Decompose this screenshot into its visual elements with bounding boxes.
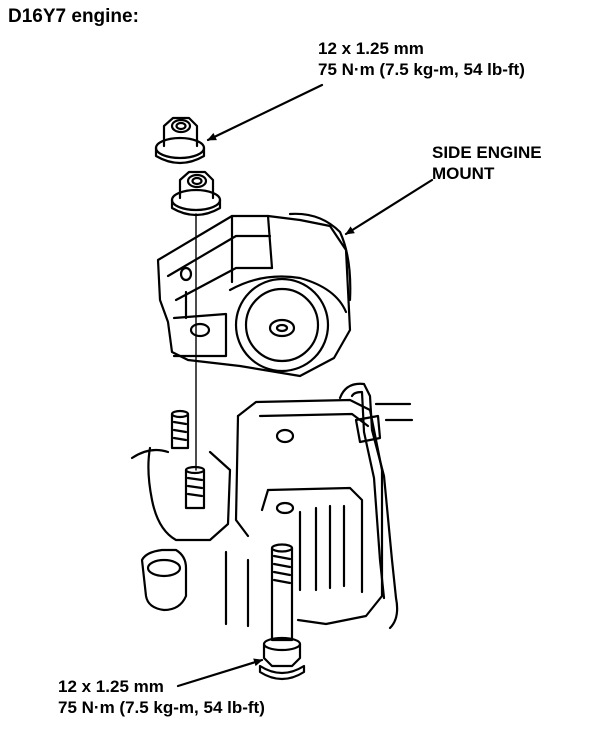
top-flange-nut <box>154 116 206 165</box>
side-engine-mount <box>156 212 352 378</box>
engine-side-studs <box>170 409 206 510</box>
hose-pipe <box>338 382 414 630</box>
frame-bracket <box>224 398 384 628</box>
bottom-bolt-leader-arrow <box>176 658 264 688</box>
top-nut-torque-callout: 12 x 1.25 mm 75 N·m (7.5 kg-m, 54 lb-ft) <box>318 38 525 80</box>
top-nut-leader-arrow <box>206 83 324 142</box>
bottom-bolt <box>258 543 306 681</box>
second-flange-nut <box>170 170 222 217</box>
bottom-bolt-torque-callout: 12 x 1.25 mm 75 N·m (7.5 kg-m, 54 lb-ft) <box>58 676 265 718</box>
engine-bracket <box>130 446 232 612</box>
bottom-bolt-thread-size: 12 x 1.25 mm <box>58 677 164 696</box>
top-nut-thread-size: 12 x 1.25 mm <box>318 39 424 58</box>
side-engine-mount-label: SIDE ENGINE MOUNT <box>432 142 542 184</box>
bottom-bolt-torque-value: 75 N·m (7.5 kg-m, 54 lb-ft) <box>58 698 265 717</box>
mount-label-line-1: SIDE ENGINE <box>432 143 542 162</box>
top-nut-torque-value: 75 N·m (7.5 kg-m, 54 lb-ft) <box>318 60 525 79</box>
diagram-title: D16Y7 engine: <box>8 6 139 27</box>
mount-label-line-2: MOUNT <box>432 164 495 183</box>
mount-leader-arrow <box>344 178 434 236</box>
